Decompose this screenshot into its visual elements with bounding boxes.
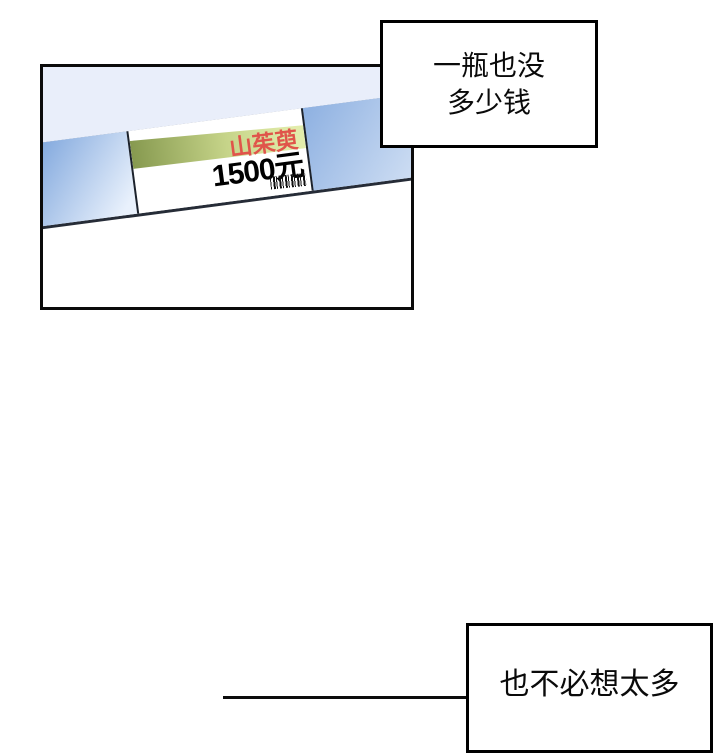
speech-bubble-bottom-text: 也不必想太多	[499, 668, 680, 701]
speech-bubble-top-line2: 多少钱	[446, 87, 531, 118]
speech-bubble-bottom: 也不必想太多	[466, 623, 713, 753]
shelf-section-left	[43, 131, 140, 228]
shelf-strip: 山茱萸 1500元	[43, 67, 411, 231]
speech-bubble-top: 一瓶也没 多少钱	[380, 20, 598, 148]
speech-bubble-top-line1: 一瓶也没	[432, 50, 545, 81]
barcode-icon	[269, 172, 307, 190]
next-panel-top-edge	[223, 696, 466, 699]
comic-panel: 山茱萸 1500元	[40, 64, 414, 310]
